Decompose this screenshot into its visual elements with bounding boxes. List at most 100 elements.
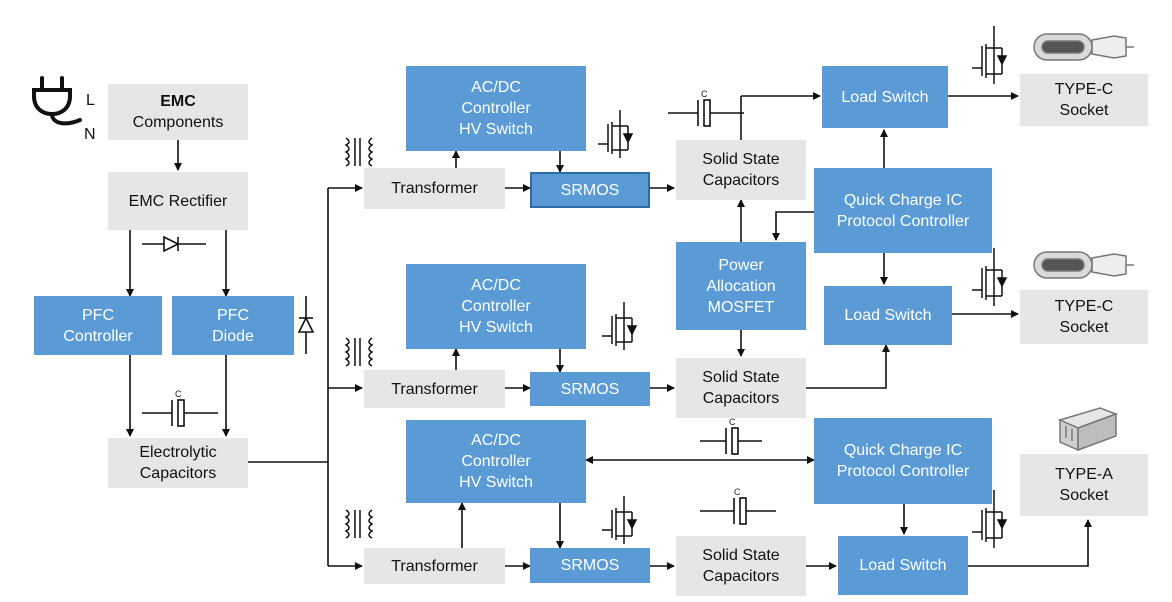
- load-switch-2-label: Load Switch: [844, 307, 932, 324]
- acdc-3-line-2: Controller: [461, 453, 531, 470]
- socket-3-block: TYPE-A Socket: [1020, 454, 1148, 516]
- solid-2-line-2: Capacitors: [702, 390, 780, 407]
- power-allocation-line-2: Allocation: [706, 277, 776, 295]
- pfc-diode-symbol-icon: [297, 296, 315, 354]
- usb-c-connector-icon: [1033, 251, 1134, 279]
- socket-3-line-2: Socket: [1059, 487, 1109, 504]
- pfc-diode-line-2: Diode: [212, 327, 254, 345]
- pfc-controller-block: PFC Controller: [34, 296, 162, 355]
- load-switch-2-block: Load Switch: [824, 286, 952, 345]
- acdc-controller-2-block: AC/DC Controller HV Switch: [406, 264, 586, 349]
- usb-c-connector-icon: [1033, 33, 1134, 61]
- load-switch-1-block: Load Switch: [822, 66, 948, 128]
- solid-3-line-2: Capacitors: [702, 568, 780, 585]
- socket-2-line-2: Socket: [1059, 319, 1109, 336]
- load-switch-3-block: Load Switch: [838, 536, 968, 595]
- socket-1-line-2: Socket: [1059, 102, 1109, 119]
- mosfet-icon: [602, 496, 638, 544]
- power-allocation-line-3: MOSFET: [707, 298, 775, 316]
- solid-state-capacitors-2-block: Solid State Capacitors: [676, 358, 806, 418]
- srmos-3-block: SRMOS: [530, 548, 650, 583]
- capacitor-icon: [142, 399, 218, 427]
- emc-title: EMC: [160, 93, 196, 110]
- transformer-1-block: Transformer: [364, 168, 505, 209]
- mosfet-icon: [602, 302, 638, 350]
- solid-state-capacitors-3-block: Solid State Capacitors: [676, 536, 806, 596]
- acdc-controller-3-block: AC/DC Controller HV Switch: [406, 420, 586, 503]
- neutral-terminal-label: N: [84, 126, 96, 143]
- capacitor-c-label: C: [701, 89, 708, 99]
- srmos-1-block: SRMOS: [530, 172, 650, 208]
- socket-3-line-1: TYPE-A: [1055, 466, 1113, 483]
- diode-icon: [142, 235, 206, 253]
- qc-top-to-power-allocation-arrow: [772, 211, 814, 241]
- acdc-1-line-2: Controller: [461, 100, 531, 117]
- load-switch-3-to-socket-arrow: [968, 519, 1092, 567]
- transformer-3-label: Transformer: [391, 557, 478, 575]
- acdc-controller-1-block: AC/DC Controller HV Switch: [406, 66, 586, 151]
- usb-a-connector-icon: [1057, 407, 1119, 452]
- capacitor-icon: [700, 497, 776, 525]
- load-switch-1-label: Load Switch: [841, 88, 929, 106]
- acdc-1-line-1: AC/DC: [471, 79, 521, 96]
- mosfet-icon: [972, 490, 1008, 548]
- transformer-2-block: Transformer: [364, 370, 505, 408]
- line-terminal-label: L: [86, 92, 95, 109]
- transformer-2-label: Transformer: [391, 380, 478, 398]
- load-switch-3-label: Load Switch: [859, 557, 947, 574]
- acdc-3-line-1: AC/DC: [471, 432, 521, 449]
- acdc-2-line-1: AC/DC: [471, 277, 521, 294]
- mosfet-icon: [972, 248, 1008, 306]
- transformer-icon: [344, 137, 374, 167]
- capacitor-c-label: C: [175, 389, 182, 399]
- socket-1-block: TYPE-C Socket: [1020, 74, 1148, 126]
- socket-2-line-1: TYPE-C: [1054, 298, 1114, 315]
- srmos-3-label: SRMOS: [560, 557, 620, 574]
- capacitor-icon: [700, 427, 762, 455]
- socket-1-line-1: TYPE-C: [1054, 81, 1114, 98]
- qc-top-line-2: Protocol Controller: [836, 212, 970, 230]
- solid-1-line-2: Capacitors: [702, 172, 780, 189]
- qc-top-line-1: Quick Charge IC: [843, 191, 963, 209]
- acdc-3-line-3: HV Switch: [459, 474, 533, 491]
- srmos-2-block: SRMOS: [530, 372, 650, 406]
- pfc-controller-line-1: PFC: [82, 306, 114, 324]
- pfc-controller-line-2: Controller: [63, 327, 133, 345]
- transformer-icon: [344, 337, 374, 367]
- mosfet-icon: [972, 26, 1008, 84]
- transformer-icon: [344, 509, 374, 539]
- transformer-1-label: Transformer: [391, 180, 478, 197]
- solid-state-capacitors-1-block: Solid State Capacitors: [676, 140, 806, 200]
- power-allocation-mosfet-block: Power Allocation MOSFET: [676, 242, 806, 330]
- qc-bottom-line-1: Quick Charge IC: [843, 442, 963, 459]
- transformer-3-block: Transformer: [364, 548, 505, 584]
- srmos-1-label: SRMOS: [560, 181, 620, 199]
- quick-charge-ic-bottom-block: Quick Charge IC Protocol Controller: [814, 418, 992, 504]
- emc-components-block: EMC Components: [108, 84, 248, 140]
- emc-rectifier-block: EMC Rectifier: [108, 172, 248, 230]
- capacitor-icon: [668, 99, 744, 127]
- solid-1-line-1: Solid State: [702, 151, 780, 168]
- pfc-diode-line-1: PFC: [217, 306, 249, 324]
- solid-3-line-1: Solid State: [702, 547, 780, 564]
- solid-2-to-load-switch-arrow: [806, 344, 890, 389]
- acdc-1-line-3: HV Switch: [459, 121, 533, 138]
- power-plug-icon: [32, 76, 82, 126]
- electrolytic-line-1: Electrolytic: [139, 444, 217, 461]
- mosfet-icon: [598, 110, 634, 158]
- acdc-2-line-3: HV Switch: [459, 319, 533, 336]
- pfc-diode-block: PFC Diode: [172, 296, 294, 355]
- acdc-2-line-2: Controller: [461, 298, 531, 315]
- quick-charge-ic-top-block: Quick Charge IC Protocol Controller: [814, 168, 992, 253]
- qc-bottom-line-2: Protocol Controller: [836, 463, 970, 480]
- emc-subtitle: Components: [132, 114, 224, 131]
- electrolytic-capacitors-block: Electrolytic Capacitors: [108, 438, 248, 488]
- electrolytic-line-2: Capacitors: [139, 465, 217, 482]
- emc-rectifier-label: EMC Rectifier: [128, 192, 228, 210]
- power-allocation-line-1: Power: [718, 256, 764, 274]
- capacitor-c-label: C: [734, 487, 741, 497]
- capacitor-c-label: C: [729, 417, 736, 427]
- solid-2-line-1: Solid State: [702, 369, 780, 386]
- socket-2-block: TYPE-C Socket: [1020, 290, 1148, 344]
